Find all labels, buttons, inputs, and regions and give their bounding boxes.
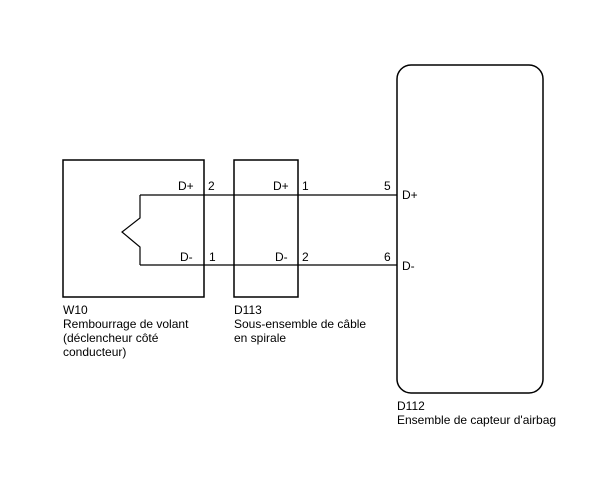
w10-d-plus-label: D+ [178, 179, 194, 193]
w10-d-minus-label: D- [180, 250, 193, 264]
w10-code: W10 [63, 303, 88, 317]
d113-caption: D113 Sous-ensemble de câble en spirale [234, 303, 366, 345]
d113-name-line: en spirale [234, 331, 287, 345]
w10-d-plus-pin: 2 [208, 179, 215, 193]
w10-caption: W10 Rembourrage de volant (déclencheur c… [63, 303, 188, 359]
w10-box [62, 159, 205, 298]
d112-box [396, 64, 544, 394]
w10-name-line: conducteur) [63, 345, 127, 359]
d112-name-line: Ensemble de capteur d'airbag [397, 413, 557, 427]
d113-d-minus-label: D- [275, 250, 288, 264]
d113-d-plus-pin: 1 [302, 179, 309, 193]
d112-d-plus-pin: 5 [384, 179, 391, 193]
d113-code: D113 [234, 303, 262, 317]
w10-name-line: (déclencheur côté [63, 331, 159, 345]
d112-caption: D112 Ensemble de capteur d'airbag [397, 399, 556, 427]
d113-name-line: Sous-ensemble de câble [234, 317, 367, 331]
d112-d-plus-label: D+ [402, 188, 418, 202]
d112-d-minus-label: D- [402, 259, 415, 273]
d112-d-minus-pin: 6 [384, 250, 391, 264]
squib-igniter-symbol [121, 195, 141, 265]
w10-d-minus-pin: 1 [209, 250, 216, 264]
d113-box [233, 159, 299, 298]
d113-d-minus-pin: 2 [302, 250, 309, 264]
w10-name-line: Rembourrage de volant [63, 317, 189, 331]
d112-code: D112 [397, 399, 425, 413]
d113-d-plus-label: D+ [273, 179, 289, 193]
